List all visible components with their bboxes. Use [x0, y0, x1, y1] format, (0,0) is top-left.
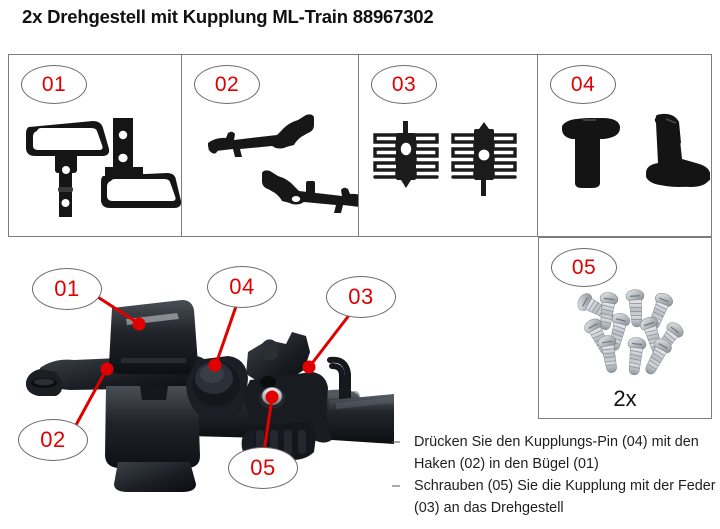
photo-callout-01: 01	[32, 268, 102, 310]
dash-bullet-icon: –	[392, 478, 401, 494]
part-number-badge-02: 02	[194, 65, 260, 104]
parts-cell-01: 01	[9, 55, 182, 236]
instruction-text: Schrauben (05) Sie die Kupplung mit der …	[414, 478, 716, 516]
parts-cell-03: 03	[359, 55, 538, 236]
parts-grid: 01	[8, 54, 712, 237]
instruction-item: – Schrauben (05) Sie die Kupplung mit de…	[392, 476, 720, 519]
screw-quantity-label: 2x	[613, 386, 637, 411]
photo-callout-05: 05	[228, 447, 298, 489]
parts-cell-04: 04	[538, 55, 710, 236]
dash-bullet-icon: –	[392, 434, 401, 450]
instruction-text: Drücken Sie den Kupplungs-Pin (04) mit d…	[414, 434, 699, 472]
photo-callout-03: 03	[326, 276, 396, 318]
instruction-item: – Drücken Sie den Kupplungs-Pin (04) mit…	[392, 432, 720, 475]
instruction-list: – Drücken Sie den Kupplungs-Pin (04) mit…	[392, 432, 720, 520]
parts-cell-05: 05	[538, 237, 712, 419]
parts-cell-02: 02	[182, 55, 359, 236]
part-number-badge-01: 01	[21, 65, 87, 104]
part-number-badge-05: 05	[551, 248, 617, 287]
photo-callout-02: 02	[18, 419, 88, 461]
page-title: 2x Drehgestell mit Kupplung ML-Train 889…	[22, 6, 434, 27]
part-number-badge-04: 04	[550, 65, 616, 104]
photo-callout-04: 04	[207, 266, 277, 308]
part-number-badge-03: 03	[371, 65, 437, 104]
assembly-photo: 01 02 03 04 05	[0, 240, 396, 529]
